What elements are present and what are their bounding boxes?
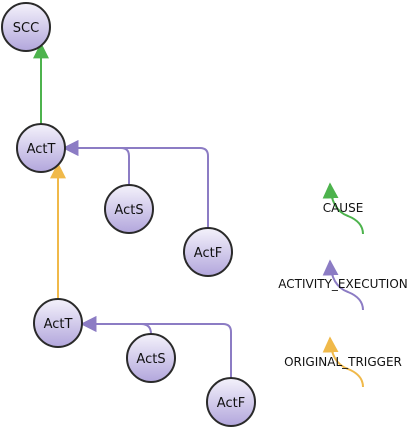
edge-actexec-actf-top: [62, 140, 209, 228]
legend-item-original-trigger: ORIGINAL_TRIGGER: [284, 336, 402, 388]
node-label: ActF: [194, 246, 222, 261]
node-label: ActS: [136, 352, 165, 367]
edge-actexec-acts-bottom: [80, 316, 152, 335]
edge-actexec-acts-top: [62, 140, 130, 184]
legend-label-cause: CAUSE: [323, 201, 364, 215]
node-label: ActT: [27, 142, 56, 157]
node-act-f-bottom[interactable]: ActF: [206, 377, 256, 427]
edges: [33, 42, 232, 378]
node-label: ActT: [44, 317, 73, 332]
edge-actexec-actf-bottom: [80, 316, 232, 378]
legend-swatch-cause: [322, 182, 364, 235]
legend-swatch-original-trigger: [322, 336, 364, 388]
legend-item-activity-execution: ACTIVITY_EXECUTION: [278, 259, 408, 311]
node-act-t-top[interactable]: ActT: [16, 123, 66, 173]
node-label: ActS: [114, 203, 143, 218]
legend-label-activity-execution: ACTIVITY_EXECUTION: [278, 277, 408, 291]
legend-swatch-activity-execution: [322, 259, 364, 311]
node-act-s-top[interactable]: ActS: [104, 184, 154, 234]
legend: CAUSE ACTIVITY_EXECUTION ORIGINAL_TRIGGE…: [278, 182, 408, 388]
legend-label-original-trigger: ORIGINAL_TRIGGER: [284, 355, 402, 369]
node-label: ActF: [217, 396, 245, 411]
node-label: SCC: [13, 21, 39, 36]
legend-item-cause: CAUSE: [322, 182, 364, 235]
node-scc[interactable]: SCC: [1, 2, 51, 52]
node-act-s-bottom[interactable]: ActS: [126, 333, 176, 383]
node-act-t-bottom[interactable]: ActT: [33, 298, 83, 348]
node-act-f-top[interactable]: ActF: [183, 227, 233, 277]
